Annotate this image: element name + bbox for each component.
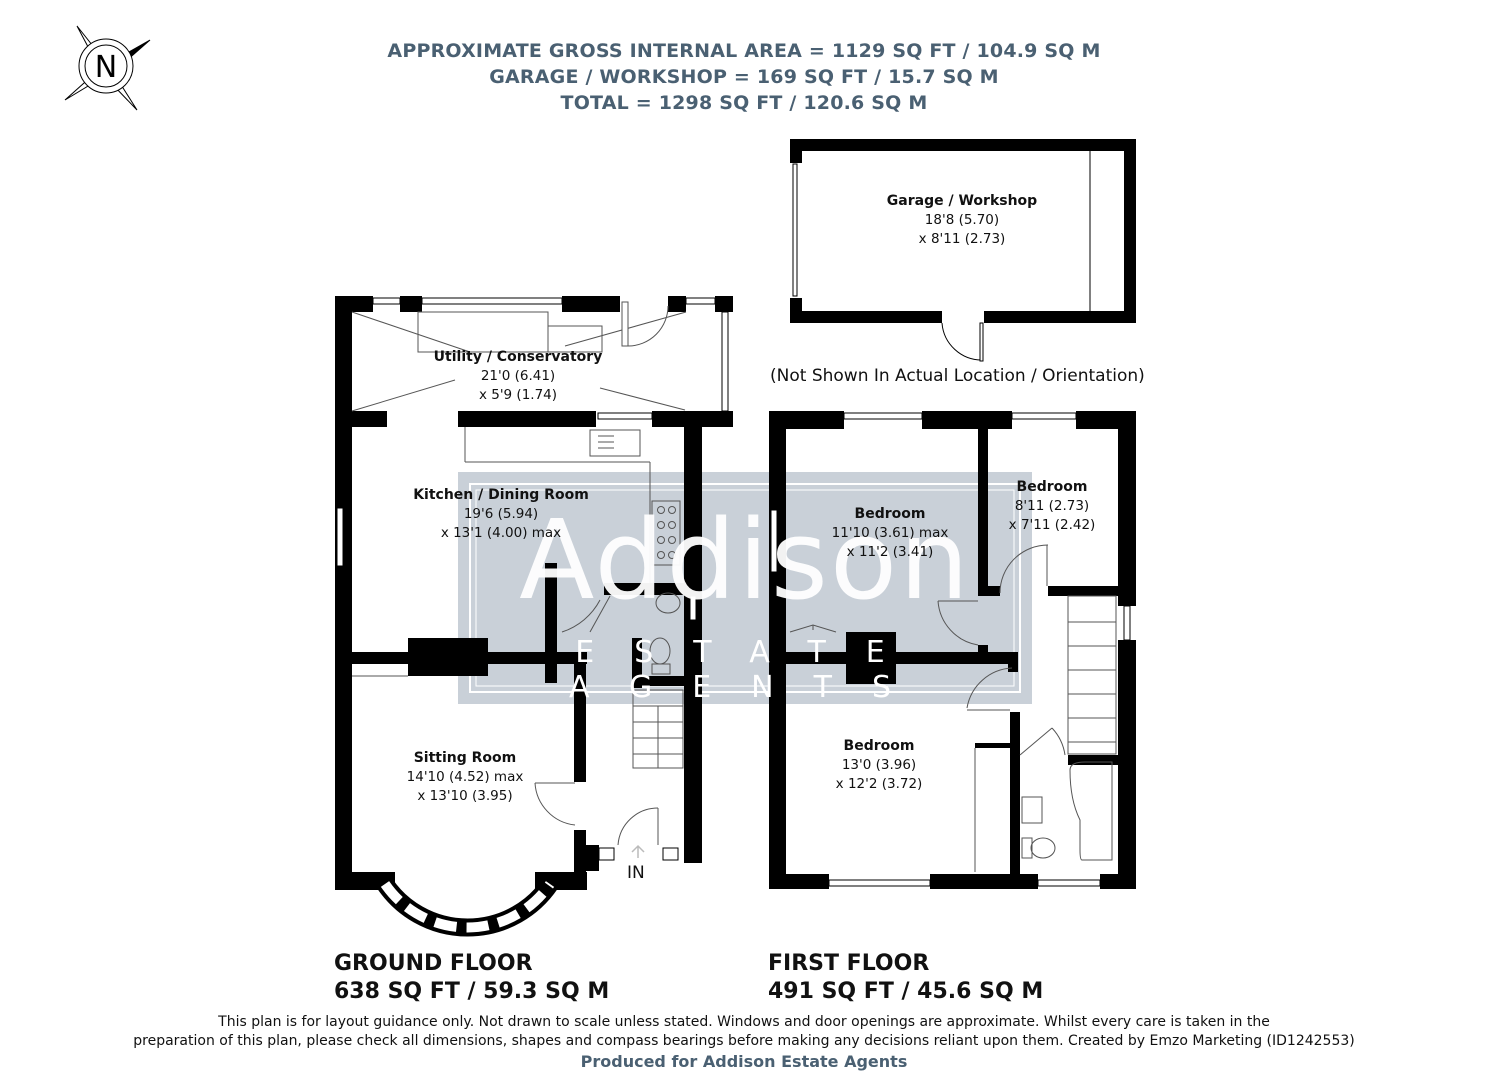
area-summary-header: APPROXIMATE GROSS INTERNAL AREA = 1129 S…: [0, 38, 1488, 116]
room-dim-length: 11'10 (3.61) max: [831, 525, 949, 541]
room-name: Utility / Conservatory: [433, 349, 603, 365]
room-name: Bedroom: [1016, 479, 1088, 495]
garage-location-note: (Not Shown In Actual Location / Orientat…: [770, 366, 1145, 386]
room-dim-length: 14'10 (4.52) max: [406, 769, 524, 785]
first-floor-walls: [769, 411, 1136, 889]
room-name: Sitting Room: [413, 750, 517, 766]
room-dim-width: x 12'2 (3.72): [835, 776, 923, 792]
room-garage-workshop: Garage / Workshop 18'8 (5.70) x 8'11 (2.…: [887, 192, 1037, 249]
room-dim-length: 19'6 (5.94): [463, 506, 539, 522]
room-dim-width: x 11'2 (3.41): [846, 544, 934, 560]
room-name: Bedroom: [854, 506, 926, 522]
room-sitting-room: Sitting Room 14'10 (4.52) max x 13'10 (3…: [407, 749, 524, 806]
room-utility-conservatory: Utility / Conservatory 21'0 (6.41) x 5'9…: [434, 348, 603, 405]
room-bedroom-front: Bedroom 11'10 (3.61) max x 11'2 (3.41): [832, 505, 949, 562]
room-dim-length: 8'11 (2.73): [1014, 498, 1090, 514]
room-dim-width: x 5'9 (1.74): [478, 387, 558, 403]
total-area: TOTAL = 1298 SQ FT / 120.6 SQ M: [560, 92, 928, 114]
disclaimer-line-1: This plan is for layout guidance only. N…: [218, 1014, 1270, 1030]
garage-walls: [790, 139, 1136, 323]
ground-floor-area: 638 SQ FT / 59.3 SQ M: [334, 979, 610, 1004]
gross-internal-area: APPROXIMATE GROSS INTERNAL AREA = 1129 S…: [387, 40, 1101, 62]
first-floor-area: 491 SQ FT / 45.6 SQ M: [768, 979, 1044, 1004]
room-name: Kitchen / Dining Room: [413, 487, 589, 503]
room-dim-width: x 13'1 (4.00) max: [440, 525, 562, 541]
garage-area: GARAGE / WORKSHOP = 169 SQ FT / 15.7 SQ …: [489, 66, 999, 88]
disclaimer-line-2: preparation of this plan, please check a…: [133, 1033, 1355, 1049]
ground-floor-title: GROUND FLOOR: [334, 951, 533, 976]
room-bedroom-small: Bedroom 8'11 (2.73) x 7'11 (2.42): [1009, 478, 1096, 535]
room-dim-length: 18'8 (5.70): [924, 212, 1000, 228]
room-dim-length: 13'0 (3.96): [841, 757, 917, 773]
bay-window: [377, 878, 558, 937]
disclaimer: This plan is for layout guidance only. N…: [0, 1013, 1488, 1051]
entrance-arrow-icon: [631, 844, 645, 858]
ground-floor-summary: GROUND FLOOR 638 SQ FT / 59.3 SQ M: [334, 950, 609, 1006]
entrance-label: IN: [627, 863, 645, 883]
room-kitchen-dining: Kitchen / Dining Room 19'6 (5.94) x 13'1…: [413, 486, 589, 543]
room-dim-width: x 8'11 (2.73): [918, 231, 1006, 247]
room-name: Garage / Workshop: [886, 193, 1038, 209]
svg-text:N: N: [95, 50, 117, 85]
room-dim-length: 21'0 (6.41): [480, 368, 556, 384]
watermark-subtitle: ESTATE AGENTS: [568, 635, 931, 705]
first-floor-summary: FIRST FLOOR 491 SQ FT / 45.6 SQ M: [768, 950, 1043, 1006]
ground-floor-walls: [335, 296, 733, 890]
compass-north-icon: N: [64, 25, 151, 111]
room-dim-width: x 7'11 (2.42): [1008, 517, 1096, 533]
room-name: Bedroom: [843, 738, 915, 754]
room-dim-width: x 13'10 (3.95): [417, 788, 513, 804]
produced-for: Produced for Addison Estate Agents: [580, 1052, 908, 1071]
first-floor-title: FIRST FLOOR: [768, 951, 930, 976]
room-bedroom-rear: Bedroom 13'0 (3.96) x 12'2 (3.72): [836, 737, 923, 794]
watermark-brand: Addison: [519, 496, 971, 624]
